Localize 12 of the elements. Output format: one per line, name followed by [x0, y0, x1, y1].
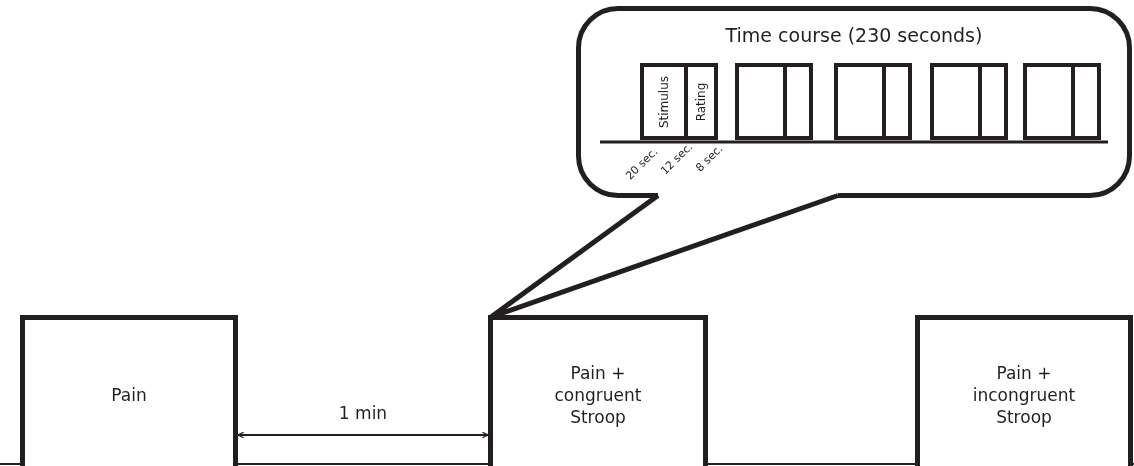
- phase-label: Rating: [694, 82, 708, 121]
- callout-title: Time course (230 seconds): [724, 24, 984, 46]
- condition-box: [20, 315, 238, 466]
- condition-box: [915, 315, 1133, 466]
- phase-label: Stimulus: [657, 75, 671, 128]
- double-arrow: [237, 431, 489, 439]
- condition-box: [488, 315, 708, 466]
- condition-label: Pain + congruent Stroop: [553, 361, 643, 429]
- edge-label: 1 min: [337, 403, 389, 423]
- condition-label: Pain: [111, 383, 147, 407]
- condition-label: Pain + incongruent Stroop: [971, 361, 1077, 429]
- callout-bubble: [576, 6, 1132, 198]
